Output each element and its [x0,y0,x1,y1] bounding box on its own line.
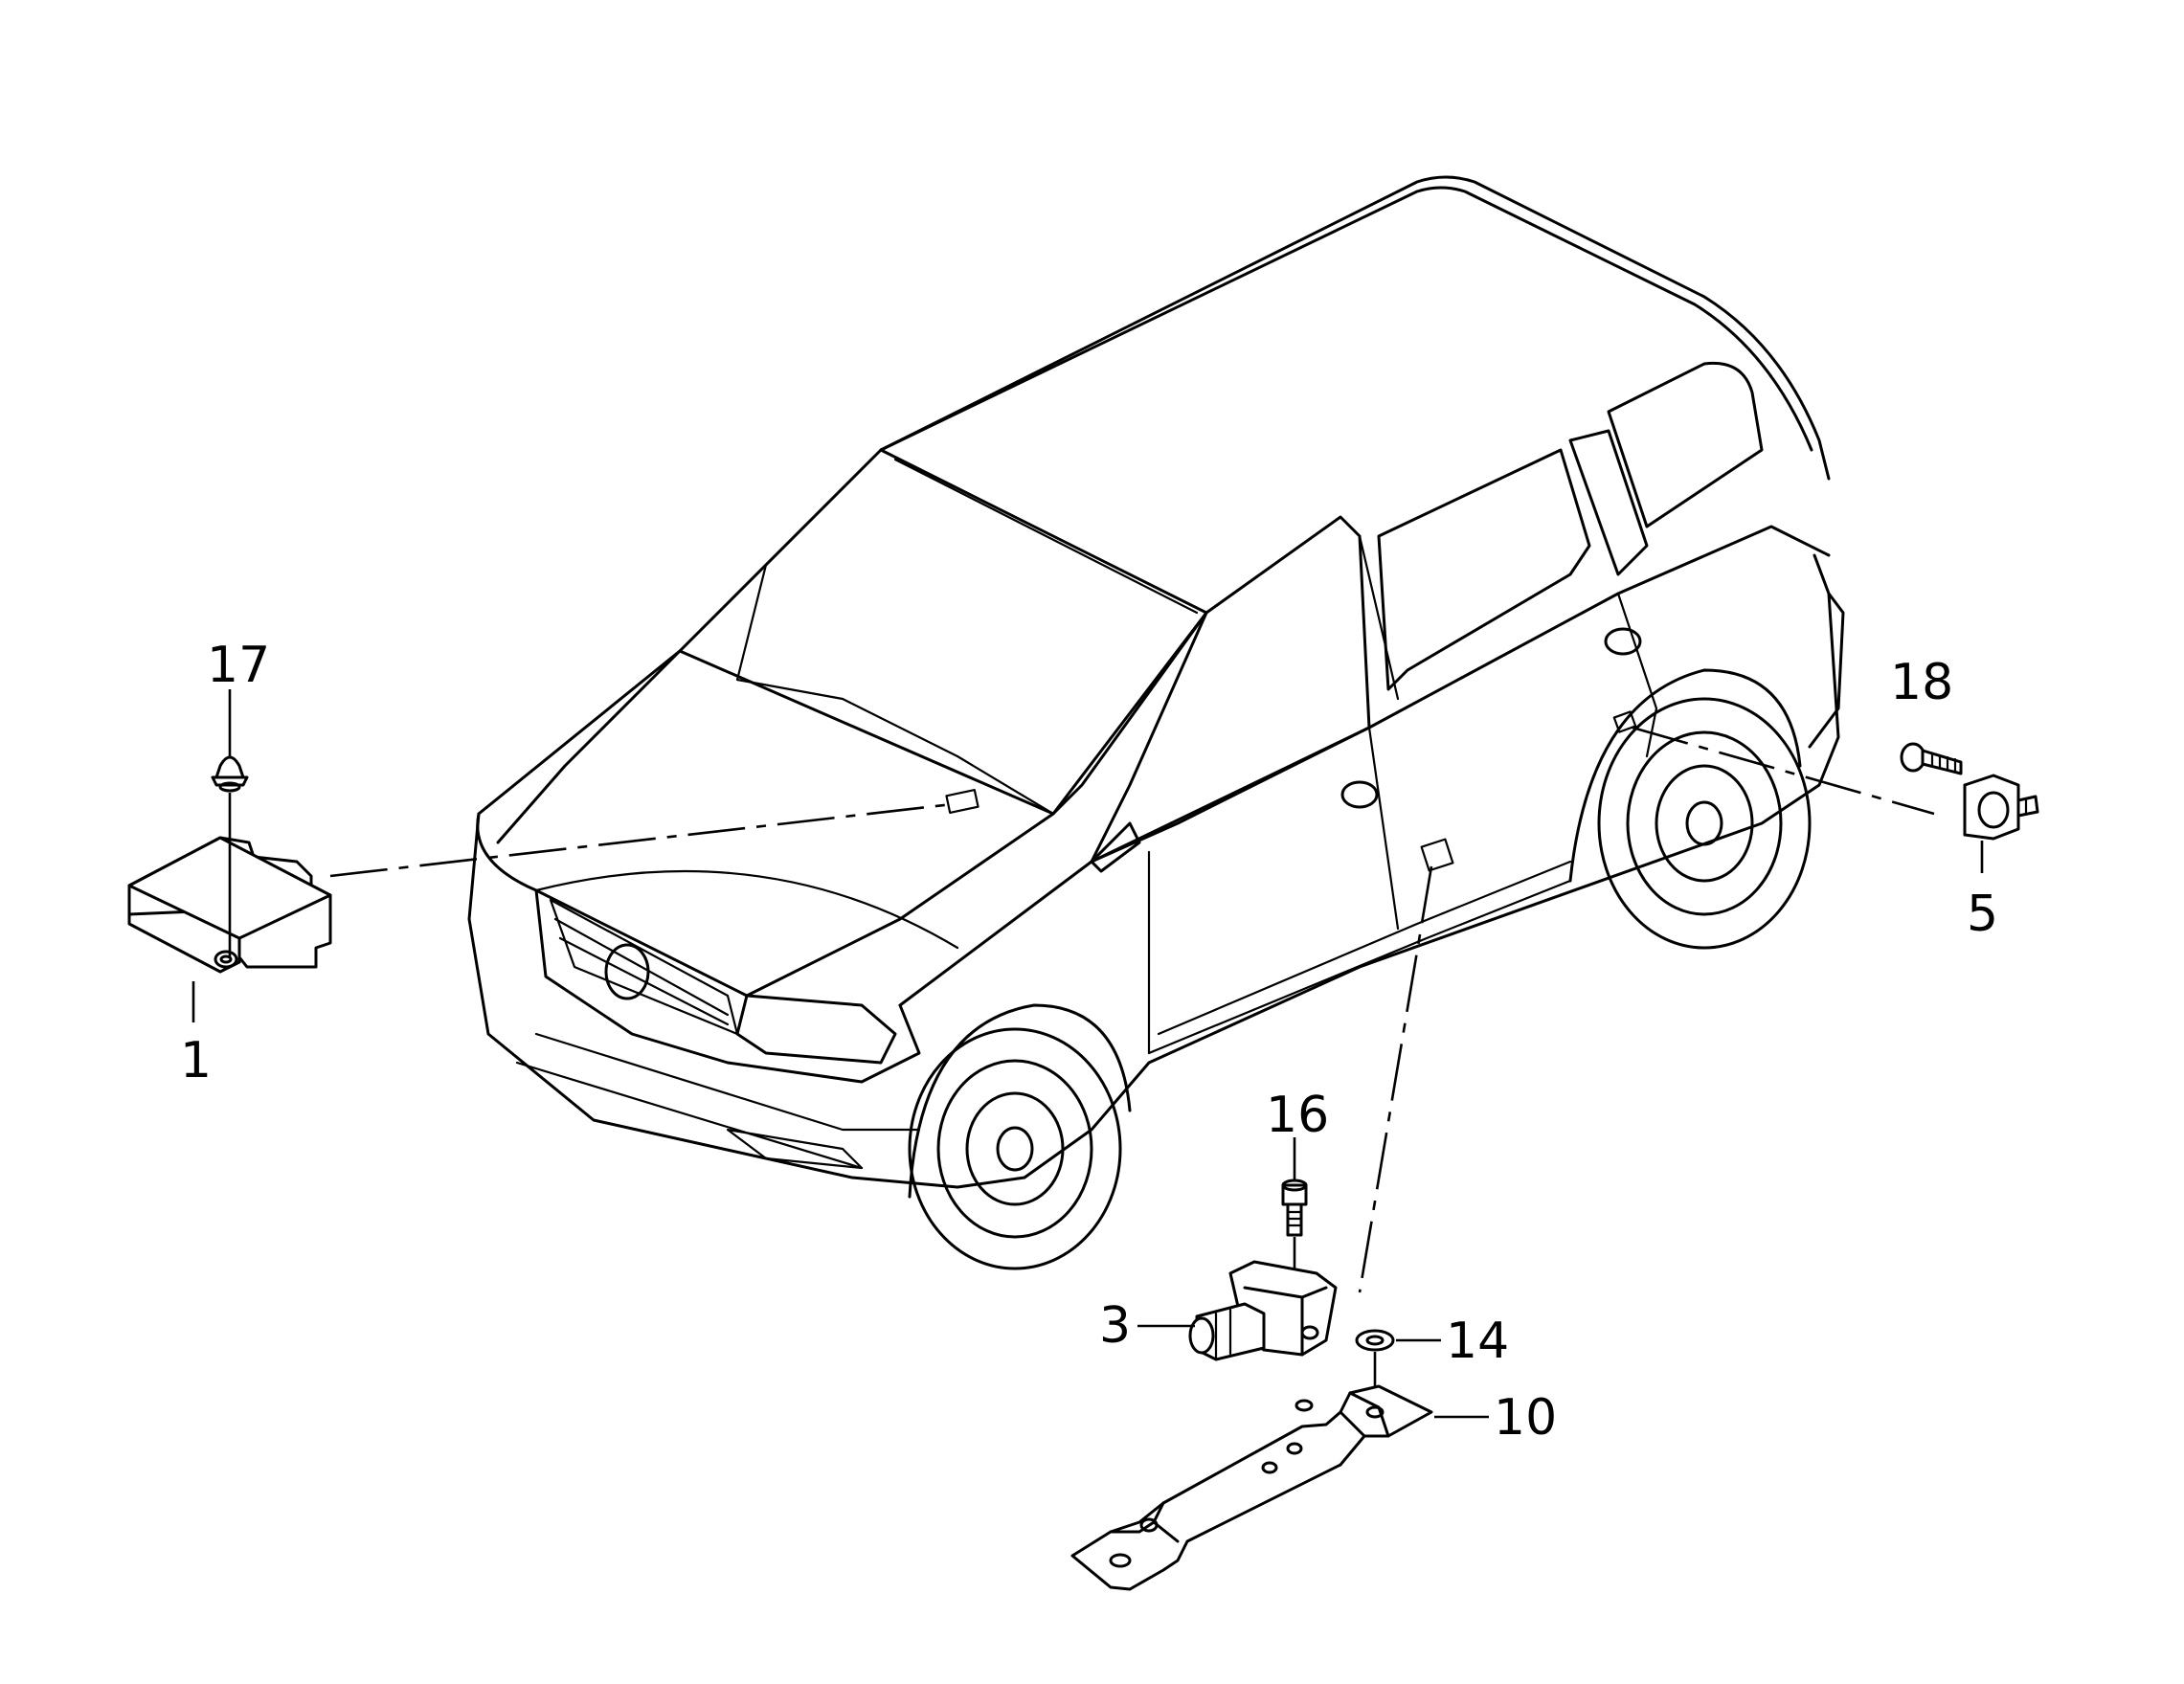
ref-line-1 [329,802,954,878]
vehicle-outline [467,175,1845,1270]
label-10: 10 [1494,1389,1557,1447]
part-18-bolt [1900,742,1963,775]
label-17: 17 [207,637,270,694]
label-3: 3 [1099,1297,1131,1355]
marker-rear-arch [1612,710,1637,733]
ref-line-5 [1632,726,1935,816]
label-16: 16 [1266,1087,1329,1144]
marker-sill [1420,838,1454,872]
ref-line-10 [1358,865,1433,1293]
label-5: 5 [1967,886,1998,943]
label-1: 1 [180,1032,212,1089]
part-5-sensor [1963,774,2039,841]
label-14: 14 [1446,1313,1509,1370]
label-18: 18 [1890,654,1953,711]
part-14-washer [1355,1329,1395,1352]
part-17-clip [211,755,249,793]
part-16-screw [1281,1179,1308,1237]
part-10-bracket [1070,1384,1433,1591]
part-3-sensor [1188,1260,1338,1361]
marker-hood [945,788,979,815]
